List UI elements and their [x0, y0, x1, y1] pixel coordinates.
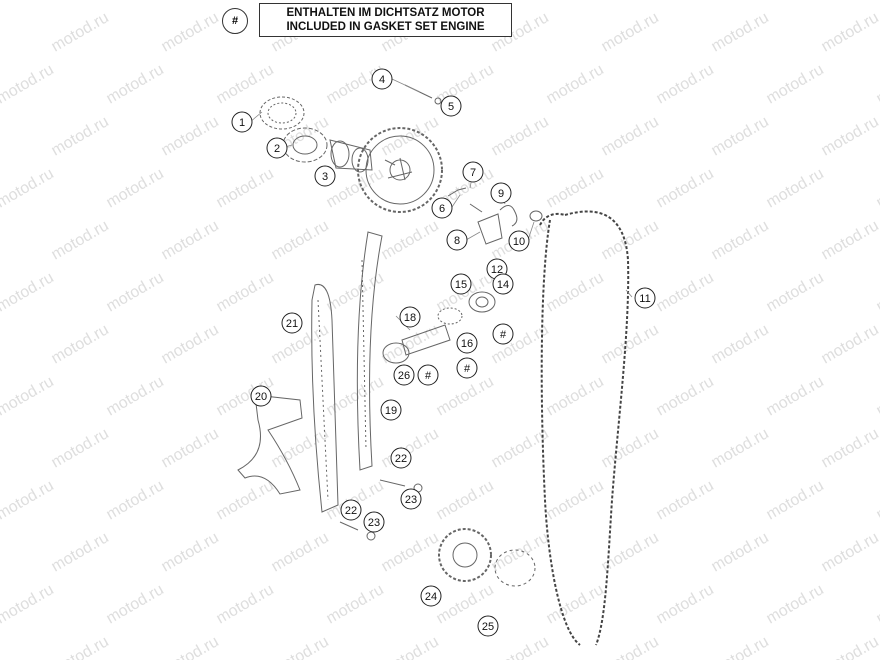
- bracket-part: [477, 213, 503, 245]
- callout-circle: [492, 273, 514, 295]
- callout-number: #: [500, 329, 507, 341]
- callout-circle: [477, 615, 499, 637]
- callout-number: 7: [470, 167, 476, 179]
- callout-circle: [490, 182, 512, 204]
- legend-symbol-badge: #: [222, 8, 248, 34]
- callout-number: 14: [497, 279, 509, 291]
- callout-number: 22: [395, 453, 407, 465]
- o-ring-part: [382, 342, 410, 364]
- roller-part: [529, 210, 543, 222]
- callout-number: 2: [274, 143, 280, 155]
- callout-number: 26: [398, 370, 410, 382]
- callout-circle: [250, 385, 272, 407]
- callout-number: 22: [345, 505, 357, 517]
- callout-number: 15: [455, 279, 467, 291]
- camshaft-sprocket: [357, 127, 443, 213]
- callout-number: 5: [448, 101, 454, 113]
- callout-number: 6: [439, 203, 445, 215]
- callout-circle: [634, 287, 656, 309]
- callout-number: 9: [498, 188, 504, 200]
- callout-circle: [492, 323, 514, 345]
- callout-circle: [390, 447, 412, 469]
- callout-circle: [417, 364, 439, 386]
- callout-circle: [400, 488, 422, 510]
- callout-circle: [508, 230, 530, 252]
- callout-circle: [420, 585, 442, 607]
- callout-number: 19: [385, 405, 397, 417]
- callout-number: 23: [405, 494, 417, 506]
- washer-25-part: [494, 549, 536, 587]
- timing-chain: [539, 210, 630, 646]
- callout-circle: [363, 511, 385, 533]
- callout-circle: [393, 364, 415, 386]
- callout-number: 23: [368, 517, 380, 529]
- callout-number: 18: [404, 312, 416, 324]
- callout-circle: [340, 499, 362, 521]
- callout-circle: [371, 68, 393, 90]
- callout-circle: [440, 95, 462, 117]
- pin-part: [447, 187, 467, 197]
- rail-bracket: [237, 394, 303, 495]
- callout-circle: [446, 229, 468, 251]
- crankshaft-sprocket: [438, 528, 492, 582]
- callout-number: 1: [239, 117, 245, 129]
- callout-circle: [399, 306, 421, 328]
- callout-circle: [231, 111, 253, 133]
- callout-circle: [281, 312, 303, 334]
- callout-number: #: [425, 370, 432, 382]
- callout-number: 10: [513, 236, 525, 248]
- callout-number: 16: [461, 338, 473, 350]
- callout-number: 25: [482, 621, 494, 633]
- spring-part: [499, 205, 518, 227]
- legend-line-english: INCLUDED IN GASKET SET ENGINE: [286, 21, 485, 33]
- callout-circle: [266, 137, 288, 159]
- legend-symbol: #: [231, 15, 239, 27]
- guide-rail: [356, 231, 383, 471]
- callout-circle: [462, 161, 484, 183]
- legend-box: ENTHALTEN IM DICHTSATZ MOTOR INCLUDED IN…: [259, 3, 512, 37]
- callout-number: 21: [286, 318, 298, 330]
- callout-number: 8: [454, 235, 460, 247]
- callout-number: 4: [379, 74, 385, 86]
- spring-pin-part: [469, 203, 483, 213]
- callout-number: 24: [425, 591, 437, 603]
- callout-circle: [314, 165, 336, 187]
- legend-line-german: ENTHALTEN IM DICHTSATZ MOTOR: [286, 7, 485, 19]
- callout-circle: [380, 399, 402, 421]
- callout-number: 20: [255, 391, 267, 403]
- callout-circle: [431, 197, 453, 219]
- callout-circle: [456, 357, 478, 379]
- tensioning-rail: [311, 283, 339, 513]
- callout-number: 11: [639, 293, 650, 305]
- callout-circle: [450, 273, 472, 295]
- callout-number: 3: [322, 171, 328, 183]
- camshaft-part: [329, 139, 373, 173]
- callout-number: #: [464, 363, 471, 375]
- callout-circle: [456, 332, 478, 354]
- seal-ring-part: [259, 96, 305, 130]
- callout-number: 12: [491, 264, 503, 276]
- tensioner-piston: [401, 324, 451, 356]
